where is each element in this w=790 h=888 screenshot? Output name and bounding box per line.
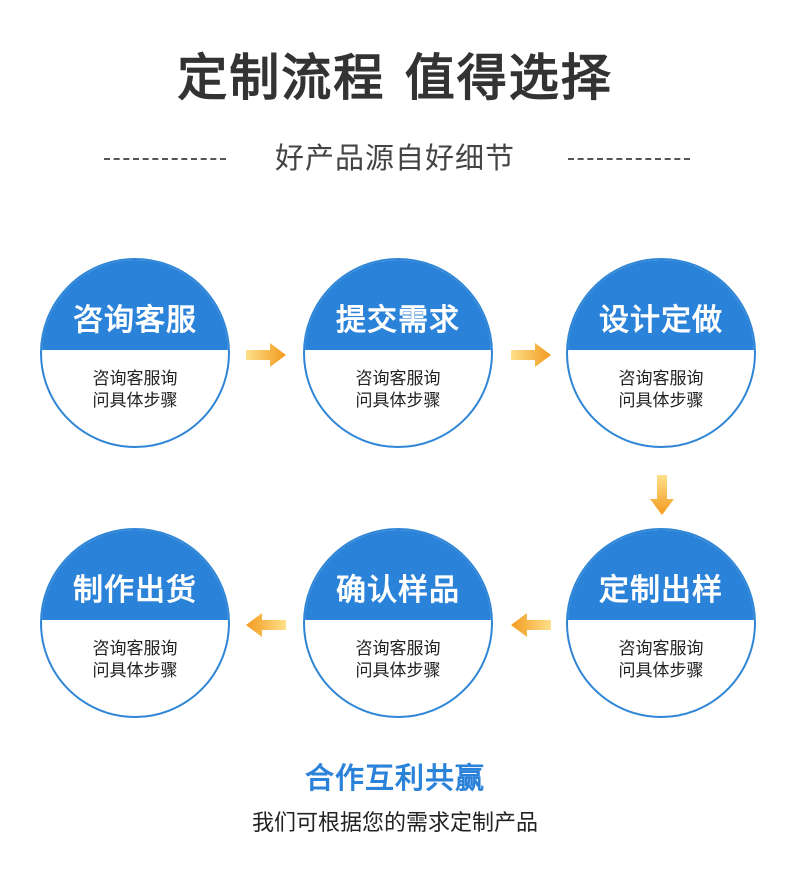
page-title: 定制流程 值得选择 xyxy=(177,49,613,107)
footer-subtitle: 我们可根据您的需求定制产品 xyxy=(251,811,538,836)
step-name: 制作出货 xyxy=(73,573,197,608)
step-desc-line: 问具体步骤 xyxy=(92,391,178,411)
step-header xyxy=(305,260,491,350)
dashed-divider-left xyxy=(104,158,226,160)
step-header xyxy=(42,530,228,620)
orange-arrow-left-icon xyxy=(246,613,286,637)
step-desc-line: 咨询客服询 xyxy=(618,369,704,389)
orange-arrow-left-icon xyxy=(511,613,551,637)
step-header xyxy=(42,260,228,350)
step-name: 提交需求 xyxy=(336,303,460,338)
step-desc-line: 问具体步骤 xyxy=(618,391,704,411)
step-desc-line: 咨询客服询 xyxy=(618,639,704,659)
step-desc-line: 咨询客服询 xyxy=(355,639,441,659)
subtitle-row: 好产品源自好细节 xyxy=(0,138,790,178)
step-desc-line: 问具体步骤 xyxy=(355,661,441,681)
step-make-sample: 定制出样 咨询客服询 问具体步骤 xyxy=(566,528,756,718)
step-name: 咨询客服 xyxy=(73,303,197,338)
step-confirm-sample: 确认样品 咨询客服询 问具体步骤 xyxy=(303,528,493,718)
page-subtitle: 好产品源自好细节 xyxy=(274,141,515,175)
step-consult: 咨询客服 咨询客服询 问具体步骤 xyxy=(40,258,230,448)
step-desc-line: 问具体步骤 xyxy=(92,661,178,681)
step-desc-line: 咨询客服询 xyxy=(92,639,178,659)
step-production: 制作出货 咨询客服询 问具体步骤 xyxy=(40,528,230,718)
orange-arrow-right-icon xyxy=(511,343,551,367)
step-name: 确认样品 xyxy=(336,573,460,608)
step-desc: 咨询客服询 问具体步骤 xyxy=(42,368,228,412)
step-name: 定制出样 xyxy=(599,573,723,608)
step-design: 设计定做 咨询客服询 问具体步骤 xyxy=(566,258,756,448)
step-name: 设计定做 xyxy=(599,303,723,338)
step-desc-line: 咨询客服询 xyxy=(92,369,178,389)
dashed-divider-right xyxy=(568,158,690,160)
step-desc: 咨询客服询 问具体步骤 xyxy=(42,638,228,682)
footer-title: 合作互利共赢 xyxy=(304,761,485,795)
step-desc: 咨询客服询 问具体步骤 xyxy=(305,638,491,682)
step-desc-line: 问具体步骤 xyxy=(355,391,441,411)
step-desc-line: 问具体步骤 xyxy=(618,661,704,681)
step-desc-line: 咨询客服询 xyxy=(355,369,441,389)
step-desc: 咨询客服询 问具体步骤 xyxy=(305,368,491,412)
step-submit-request: 提交需求 咨询客服询 问具体步骤 xyxy=(303,258,493,448)
step-desc: 咨询客服询 问具体步骤 xyxy=(568,368,754,412)
step-desc: 咨询客服询 问具体步骤 xyxy=(568,638,754,682)
step-header xyxy=(568,530,754,620)
step-header xyxy=(568,260,754,350)
step-header xyxy=(305,530,491,620)
orange-arrow-down-icon xyxy=(650,475,674,515)
orange-arrow-right-icon xyxy=(246,343,286,367)
